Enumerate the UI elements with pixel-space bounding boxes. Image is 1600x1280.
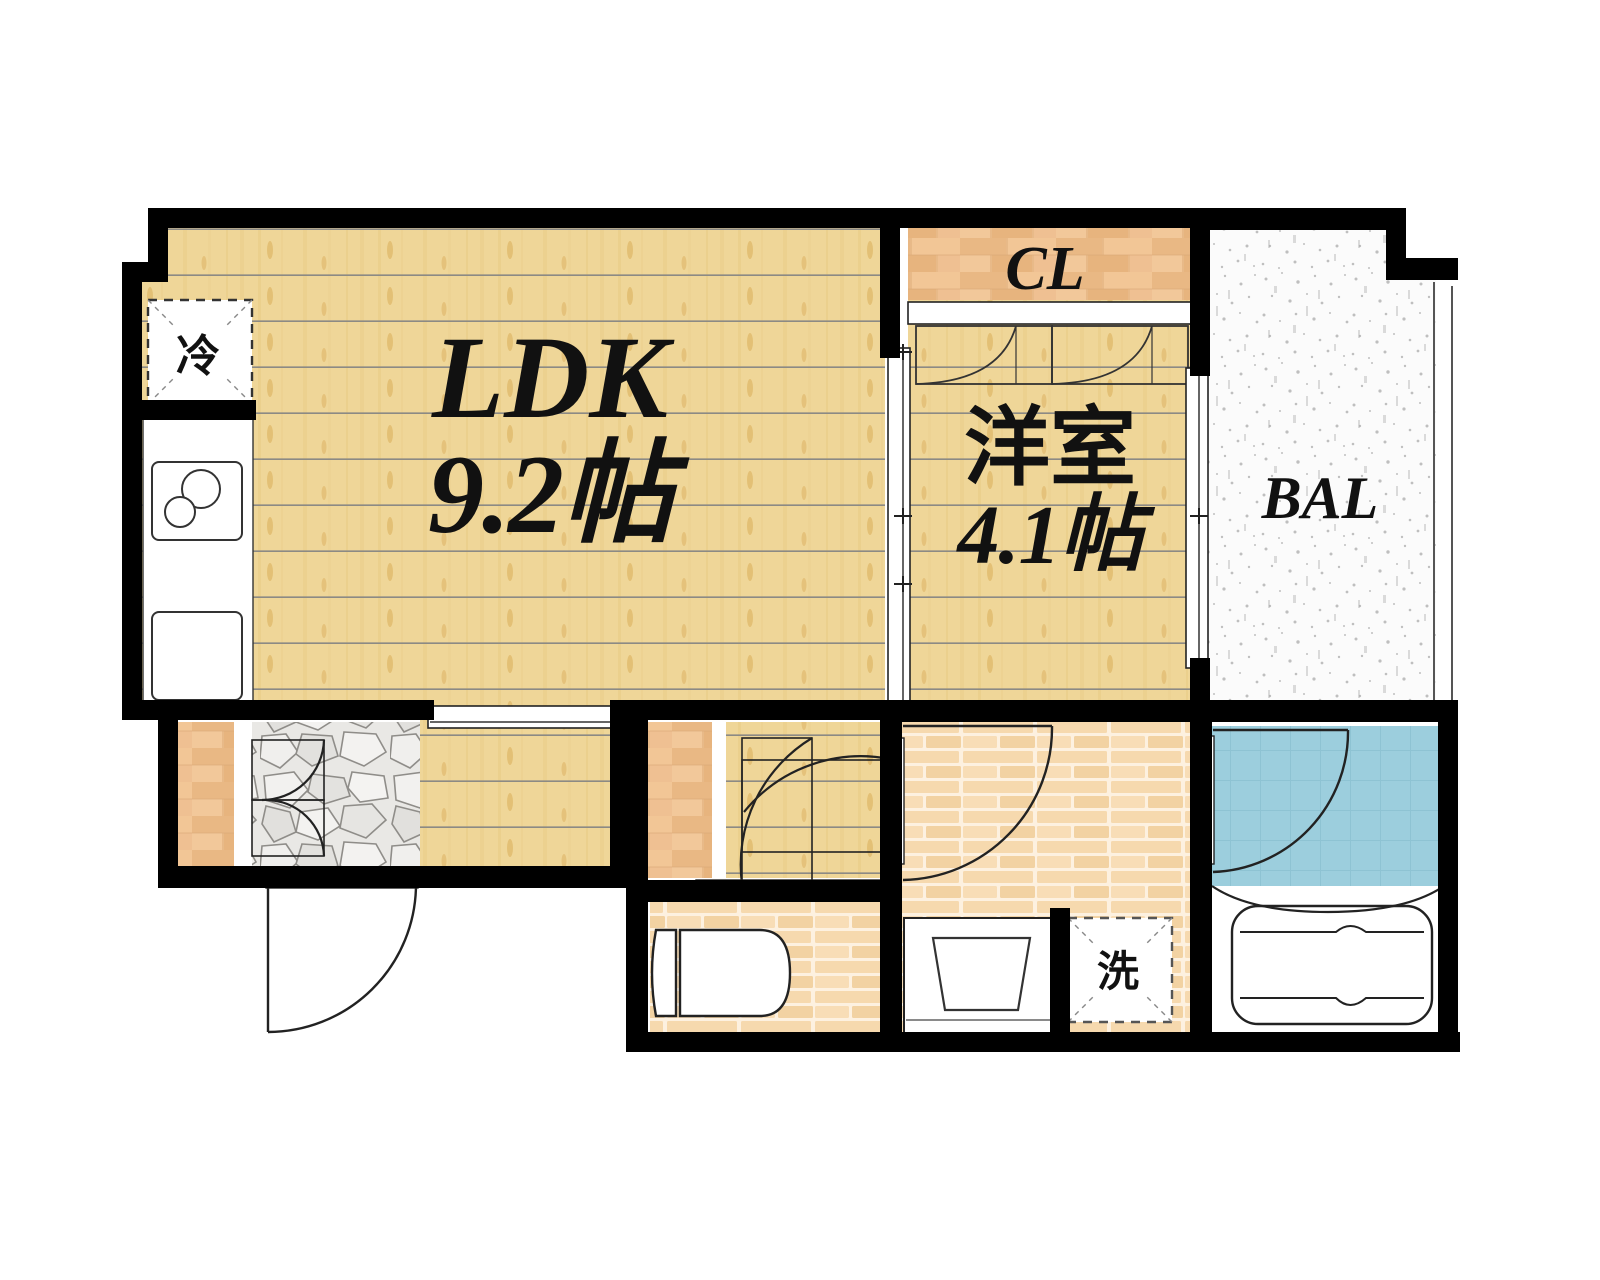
room-floor-closet bbox=[908, 222, 1196, 300]
closet-doors bbox=[907, 301, 1197, 385]
stove-burner-small bbox=[164, 496, 196, 528]
washroom-door-swing bbox=[902, 724, 1054, 882]
ldk-hallway-opening bbox=[427, 705, 627, 729]
hallway-storage bbox=[640, 722, 726, 878]
kitchen-sink bbox=[151, 611, 243, 701]
room-floor-balcony bbox=[1208, 228, 1453, 714]
bedroom-balcony-window bbox=[1185, 367, 1209, 669]
vanity-sink bbox=[903, 917, 1057, 1041]
bathtub bbox=[1211, 885, 1445, 1026]
ldk-bedroom-sliding-door bbox=[887, 344, 912, 713]
kitchen-counter bbox=[142, 417, 254, 719]
walls bbox=[122, 208, 1460, 1052]
bathroom-door-swing bbox=[1212, 728, 1350, 874]
entrance-door-swing bbox=[266, 885, 418, 1034]
stove-burner-large bbox=[181, 469, 221, 509]
entrance-inner-door-arc bbox=[251, 739, 326, 857]
washer-space bbox=[1066, 916, 1174, 1024]
refrigerator-space bbox=[146, 298, 254, 406]
shoe-cabinet bbox=[178, 722, 252, 878]
toilet-fixture bbox=[650, 928, 792, 1018]
